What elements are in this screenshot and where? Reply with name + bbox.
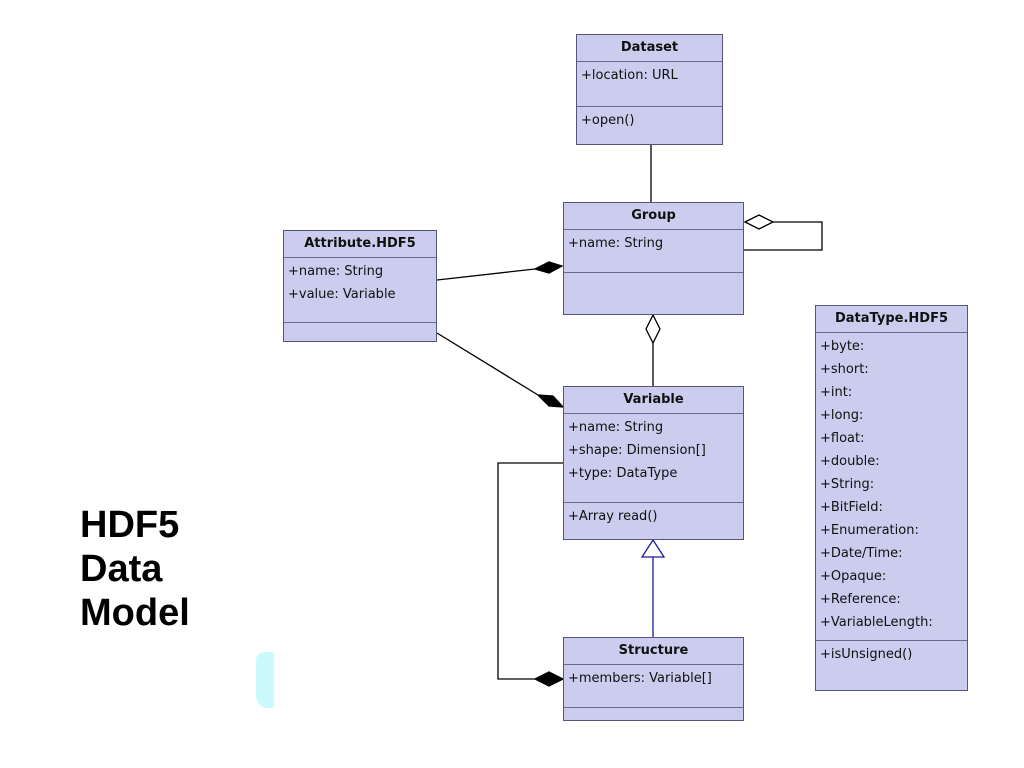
datatype-class-name: DataType.HDF5 — [816, 306, 967, 333]
attribute-group-composition-line — [436, 268, 536, 281]
dataset-operations: +open() — [577, 107, 722, 136]
variable-class-name: Variable — [564, 387, 743, 414]
attribute-variable-composition-line — [436, 332, 539, 396]
variable-class[interactable]: Variable +name: String +shape: Dimension… — [563, 386, 744, 540]
datatype-attr: +Enumeration: — [820, 523, 919, 538]
attribute-variable-composition-diamond — [536, 394, 565, 408]
datatype-op: +isUnsigned() — [820, 647, 913, 662]
attribute-hdf5-class[interactable]: Attribute.HDF5 +name: String +value: Var… — [283, 230, 437, 342]
dataset-class[interactable]: Dataset +location: URL +open() — [576, 34, 723, 145]
variable-group-aggregation-diamond — [645, 313, 661, 345]
group-class[interactable]: Group +name: String — [563, 202, 744, 315]
structure-class[interactable]: Structure +members: Variable[] — [563, 637, 744, 721]
variable-op: +Array read() — [568, 509, 658, 524]
group-self-aggregation-diamond — [743, 214, 775, 230]
structure-attr: +members: Variable[] — [568, 671, 712, 686]
variable-operations: +Array read() — [564, 503, 743, 532]
dataset-attributes: +location: URL — [577, 62, 722, 107]
structure-operations — [564, 708, 743, 714]
attribute-operations — [284, 323, 436, 329]
variable-attr: +type: DataType — [568, 466, 678, 481]
decorative-shape — [256, 652, 274, 708]
datatype-operations: +isUnsigned() — [816, 641, 967, 670]
datatype-hdf5-class[interactable]: DataType.HDF5 +byte: +short: +int: +long… — [815, 305, 968, 691]
structure-variable-generalization-arrow — [640, 538, 666, 558]
group-attributes: +name: String — [564, 230, 743, 273]
datatype-attr: +Date/Time: — [820, 546, 903, 561]
title-line: HDF5 — [80, 504, 180, 546]
dataset-op: +open() — [581, 113, 635, 128]
datatype-attr: +double: — [820, 454, 880, 469]
page-title: HDF5 Data Model — [80, 503, 190, 635]
dataset-class-name: Dataset — [577, 35, 722, 62]
datatype-attr: +float: — [820, 431, 865, 446]
datatype-attr: +String: — [820, 477, 875, 492]
variable-attr: +shape: Dimension[] — [568, 443, 706, 458]
datatype-attr: +Opaque: — [820, 569, 887, 584]
datatype-attr: +VariableLength: — [820, 615, 933, 630]
datatype-attr: +short: — [820, 362, 869, 377]
datatype-attributes: +byte: +short: +int: +long: +float: +dou… — [816, 333, 967, 641]
attribute-class-name: Attribute.HDF5 — [284, 231, 436, 258]
variable-attributes: +name: String +shape: Dimension[] +type:… — [564, 414, 743, 503]
dataset-attr: +location: URL — [581, 68, 678, 83]
attribute-attr: +value: Variable — [288, 287, 396, 302]
datatype-attr: +BitField: — [820, 500, 883, 515]
attribute-group-composition-diamond — [533, 261, 564, 274]
title-line: Model — [80, 592, 190, 634]
title-line: Data — [80, 548, 163, 590]
group-operations — [564, 273, 743, 279]
datatype-attr: +Reference: — [820, 592, 901, 607]
attribute-attr: +name: String — [288, 264, 384, 279]
variable-structure-composition-line — [497, 462, 563, 680]
group-self-aggregation-line — [744, 221, 823, 251]
datatype-attr: +long: — [820, 408, 864, 423]
group-attr: +name: String — [568, 236, 664, 251]
datatype-attr: +byte: — [820, 339, 865, 354]
group-class-name: Group — [564, 203, 743, 230]
structure-attributes: +members: Variable[] — [564, 665, 743, 708]
attribute-attributes: +name: String +value: Variable — [284, 258, 436, 323]
variable-attr: +name: String — [568, 420, 664, 435]
structure-class-name: Structure — [564, 638, 743, 665]
datatype-attr: +int: — [820, 385, 853, 400]
variable-structure-composition-diamond — [533, 671, 565, 687]
